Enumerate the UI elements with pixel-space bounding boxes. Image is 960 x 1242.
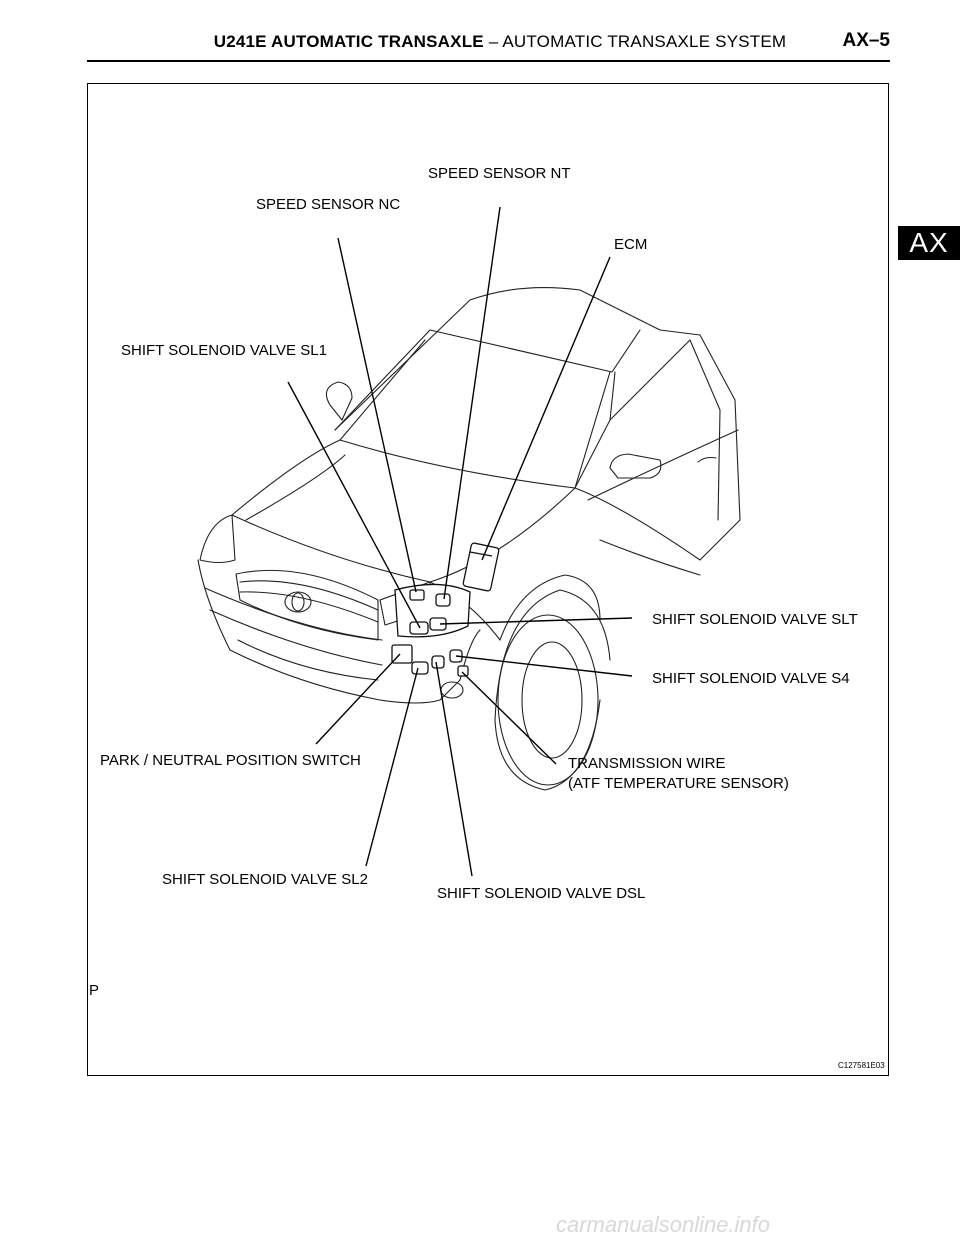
speed-sensor-nt (435, 593, 451, 607)
speed-sensor-nc (409, 589, 425, 601)
leader-park-neutral-switch (315, 653, 401, 745)
lower-intake (237, 639, 379, 681)
leader-shift-solenoid-sl2 (365, 667, 419, 867)
solenoid-sl1 (409, 621, 429, 635)
front-door (599, 339, 721, 576)
wheel-arch (494, 589, 611, 721)
label-speed-sensor-nc: SPEED SENSOR NC (256, 196, 401, 213)
right-mirror (609, 453, 662, 479)
header-title: U241E AUTOMATIC TRANSAXLE – AUTOMATIC TR… (200, 32, 800, 52)
grille-bar-2 (239, 591, 379, 623)
label-ecm: ECM (614, 236, 648, 253)
transmission-wire (457, 665, 469, 677)
label-shift-solenoid-sl2: SHIFT SOLENOID VALVE SL2 (162, 871, 368, 888)
footer-mark: P (89, 982, 100, 999)
side-body (574, 334, 741, 561)
label-shift-solenoid-s4: SHIFT SOLENOID VALVE S4 (652, 670, 850, 687)
solenoid-dsl (431, 655, 445, 669)
header-rule (87, 60, 890, 62)
leader-shift-solenoid-s4 (455, 655, 633, 677)
fog-light (440, 681, 464, 699)
section-tab: AX (898, 226, 960, 260)
page-header: U241E AUTOMATIC TRANSAXLE – AUTOMATIC TR… (0, 24, 960, 64)
leader-ecm (481, 256, 611, 561)
leader-shift-solenoid-slt (439, 617, 633, 625)
hood-crease (245, 454, 346, 521)
solenoid-sl2 (411, 661, 429, 675)
label-shift-solenoid-slt: SHIFT SOLENOID VALVE SLT (652, 611, 858, 628)
ecm-unit (462, 542, 500, 592)
body-line (587, 429, 739, 501)
label-speed-sensor-nt: SPEED SENSOR NT (428, 165, 571, 182)
header-title-bold: U241E AUTOMATIC TRANSAXLE (213, 32, 484, 51)
figure-code: C127581E03 (838, 1061, 885, 1070)
label-transmission-wire: TRANSMISSION WIRE (568, 755, 726, 772)
leader-transmission-wire (461, 671, 557, 765)
front-wheel-inner (521, 641, 583, 759)
label-atf-temperature-sensor: (ATF TEMPERATURE SENSOR) (568, 775, 789, 792)
windshield (339, 339, 616, 489)
a-pillar (574, 371, 611, 489)
header-title-rest: – AUTOMATIC TRANSAXLE SYSTEM (483, 32, 787, 51)
ecm-connector (469, 551, 493, 557)
figure-frame (87, 83, 889, 1076)
label-shift-solenoid-sl1: SHIFT SOLENOID VALVE SL1 (121, 342, 327, 359)
left-headlight (199, 514, 236, 564)
leader-shift-solenoid-sl1 (287, 381, 421, 629)
label-park-neutral-switch: PARK / NEUTRAL POSITION SWITCH (100, 752, 361, 769)
door-handle (697, 456, 717, 463)
grille-bar-1 (239, 580, 379, 611)
page-number: AX–5 (842, 30, 890, 51)
leader-shift-solenoid-dsl (435, 661, 473, 877)
toyota-emblem-inner (291, 592, 305, 612)
leader-speed-sensor-nc (337, 237, 417, 593)
left-mirror (325, 381, 353, 421)
tire (494, 699, 601, 791)
grille (235, 569, 379, 641)
watermark: carmanualsonline.info (556, 1212, 771, 1237)
front-bumper (204, 587, 383, 666)
front-wheel (497, 614, 599, 786)
toyota-emblem (284, 591, 312, 613)
leader-speed-sensor-nt (443, 206, 501, 600)
neutral-switch (391, 644, 413, 664)
label-shift-solenoid-dsl: SHIFT SOLENOID VALVE DSL (437, 885, 646, 902)
roof-rail (429, 329, 641, 373)
roof-outline (334, 287, 701, 431)
roof-front-edge (334, 329, 431, 431)
